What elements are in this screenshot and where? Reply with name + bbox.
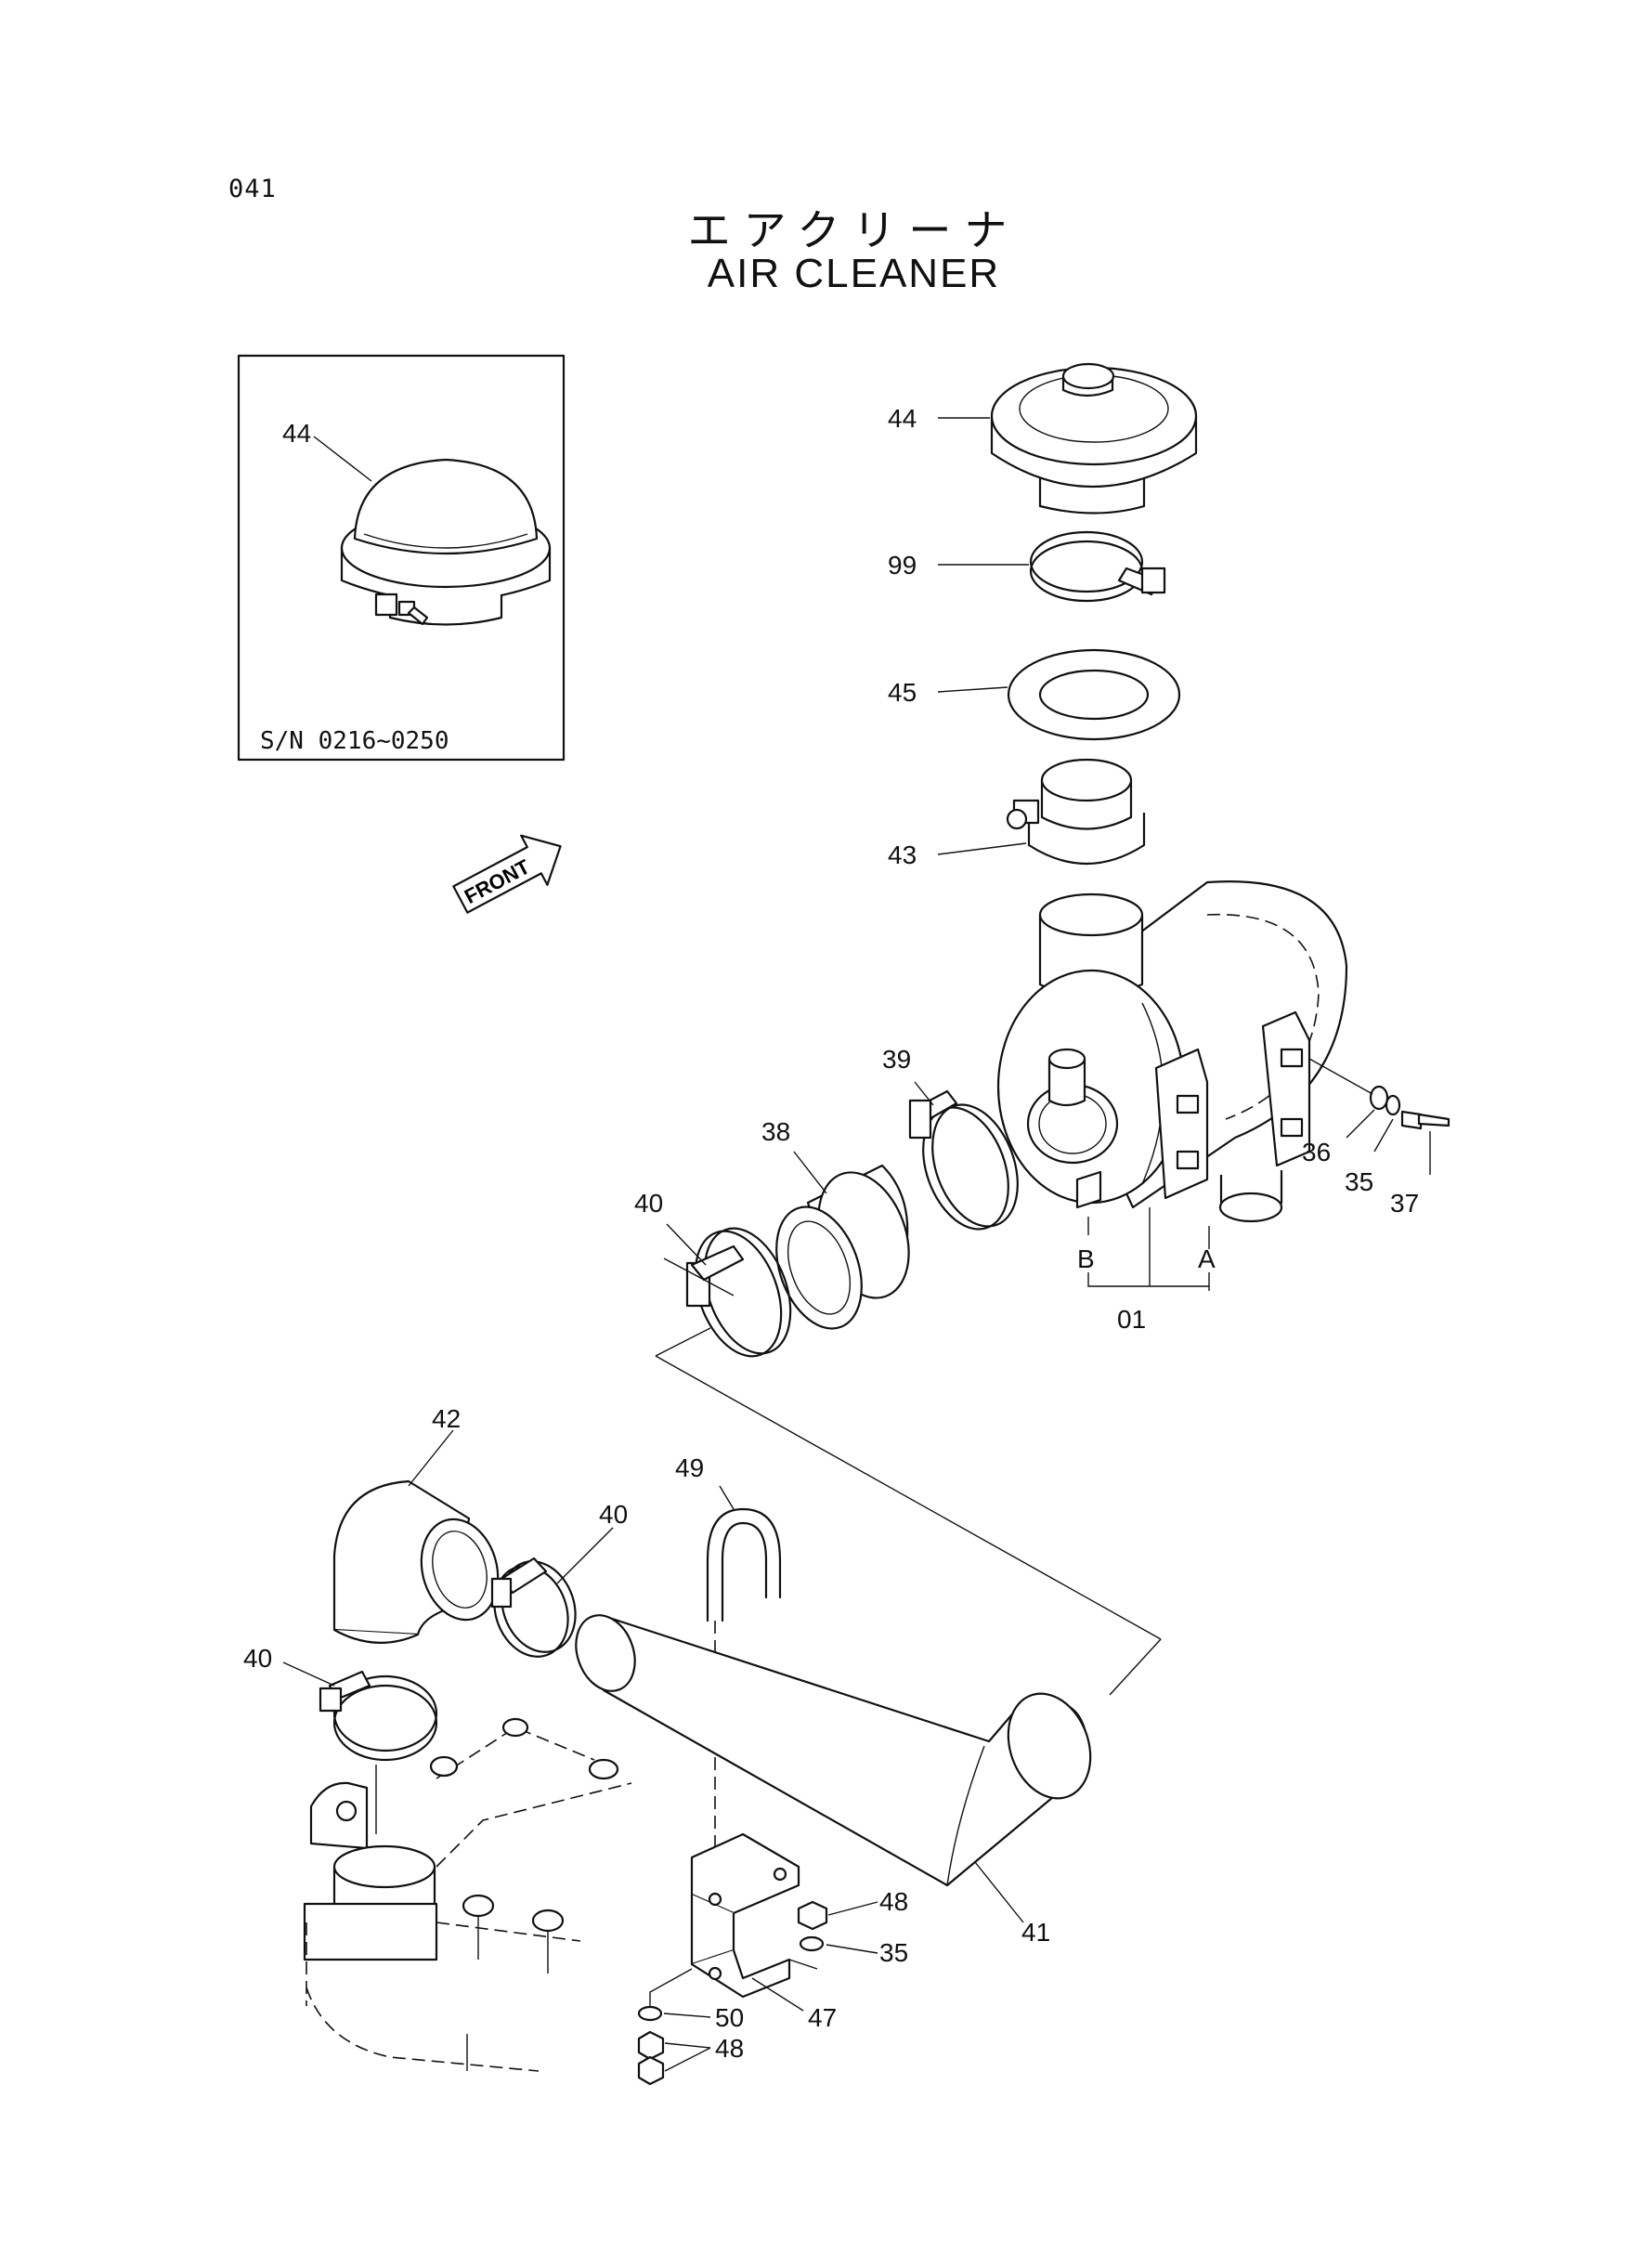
part-40-middle-hose-clamp (490, 1557, 577, 1658)
part-43-inlet-adapter (1006, 758, 1146, 866)
callout-B: B (1077, 1244, 1095, 1273)
part-41-intake-duct (575, 1614, 1092, 1887)
callout-48-upper: 48 (879, 1887, 908, 1916)
parts-50-48-washer-nuts-lower (637, 2005, 665, 2086)
callout-43: 43 (888, 840, 917, 869)
inset-precleaner-cap (340, 458, 552, 626)
callout-36: 36 (1302, 1138, 1331, 1166)
callout-42: 42 (432, 1404, 461, 1433)
part-40-lower-hose-clamp (319, 1670, 438, 1834)
callout-01: 01 (1117, 1305, 1146, 1334)
parts-36-35-37-fasteners (1308, 1058, 1450, 1130)
part-42-elbow-hose (332, 1479, 500, 1644)
callout-41: 41 (1021, 1918, 1050, 1947)
callout-45: 45 (888, 678, 917, 707)
inset-callout-44: 44 (282, 419, 311, 448)
routing-lines (655, 1257, 1162, 1696)
callout-44: 44 (888, 404, 917, 433)
callout-38: 38 (761, 1117, 790, 1146)
part-45-gasket-ring (1007, 648, 1181, 741)
inset-serial-range: S/N 0216~0250 (260, 727, 449, 755)
callout-39: 39 (882, 1045, 911, 1074)
callout-A: A (1198, 1244, 1216, 1273)
part-47-mounting-bracket (649, 1832, 818, 2006)
part-44-precleaner-cap (990, 362, 1198, 515)
title-japanese: エアクリーナ (687, 205, 1021, 255)
callout-50: 50 (715, 2003, 744, 2032)
parts-48-35-nut-washer-upper (797, 1900, 828, 1952)
part-40-upper-hose-clamp (685, 1227, 792, 1358)
page-number: 041 (228, 175, 277, 203)
leader-lines (282, 417, 1431, 2072)
front-direction-arrow: FRONT (452, 834, 562, 914)
callout-99: 99 (888, 551, 917, 580)
callout-49: 49 (675, 1453, 704, 1482)
callout-37: 37 (1390, 1189, 1419, 1218)
engine-intake-manifold (303, 1717, 632, 2072)
callout-47: 47 (808, 2003, 837, 2032)
callout-35-lower: 35 (879, 1938, 908, 1967)
callout-40-middle: 40 (599, 1500, 628, 1529)
callout-40-left: 40 (243, 1644, 272, 1673)
callout-40-upper: 40 (634, 1189, 663, 1218)
inset-variant-box: 44 S/N 0216~0250 (237, 354, 566, 762)
callout-35-upper: 35 (1345, 1167, 1373, 1196)
part-39-hose-clamp (908, 1089, 1019, 1231)
part-38-rubber-hose (775, 1164, 910, 1330)
title-english: AIR CLEANER (707, 251, 1001, 296)
part-callouts: 44 99 45 43 39 38 40 36 35 37 A B 01 42 … (243, 404, 1419, 2063)
callout-48-lower: 48 (715, 2034, 744, 2063)
part-01-air-cleaner-body (996, 880, 1348, 1223)
part-99-hose-clamp (1029, 530, 1166, 603)
